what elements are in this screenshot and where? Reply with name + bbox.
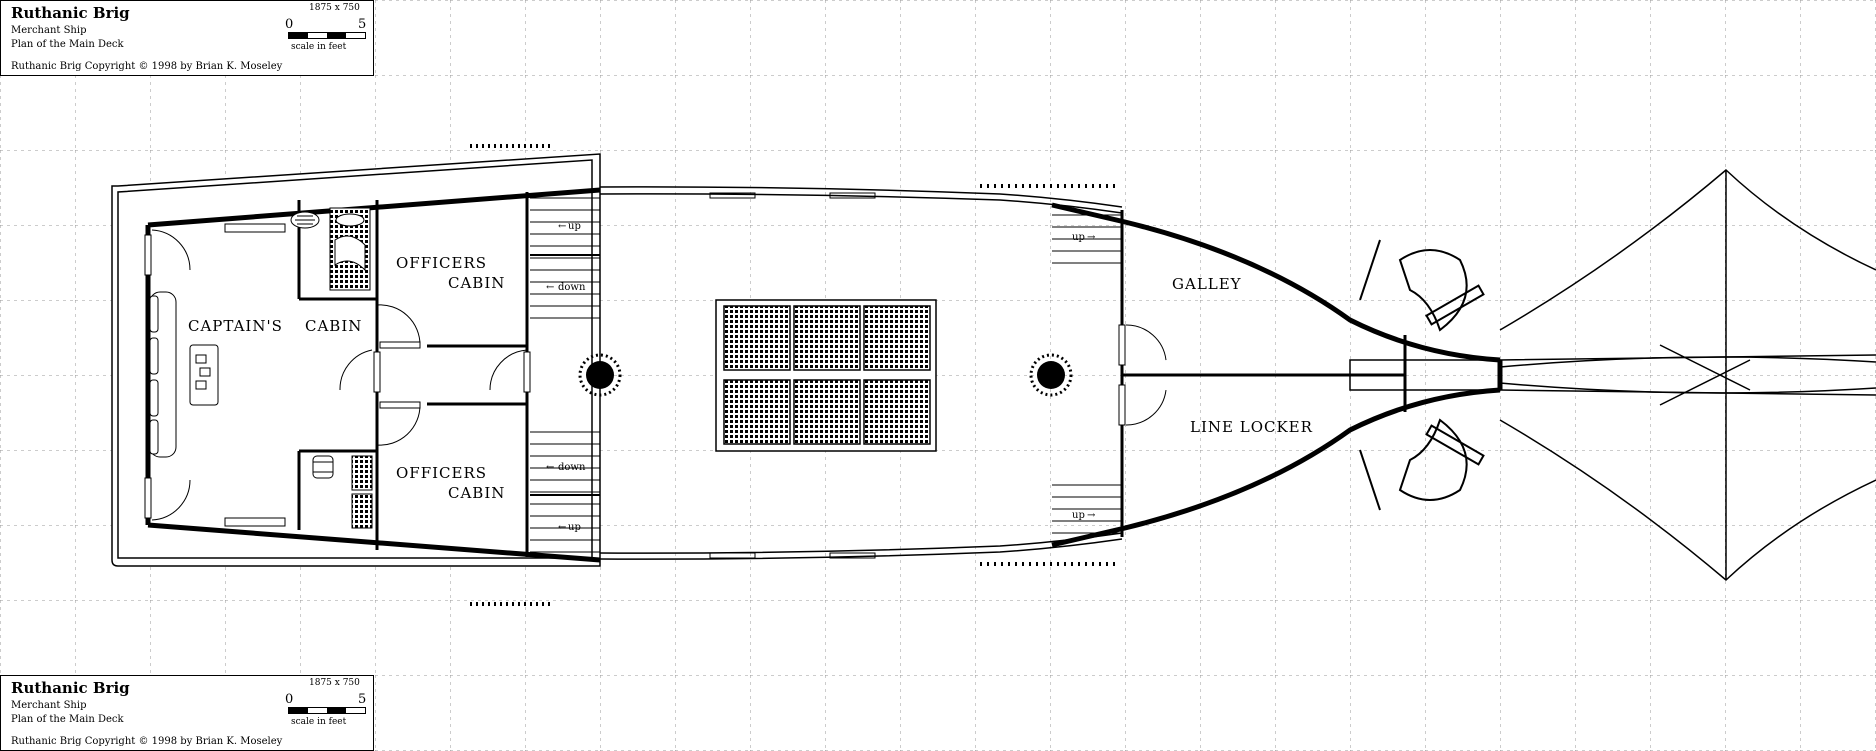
stair-label-up3: up: [1072, 232, 1085, 243]
anchor-bottom: [1359, 418, 1485, 511]
fore-stairs-top: [1052, 214, 1122, 264]
scale-label: scale in feet: [291, 717, 347, 727]
scale-zero: 0: [285, 17, 294, 32]
scale-five: 5: [358, 692, 367, 707]
stair-label-up-text: up: [568, 221, 581, 232]
footlocker: [224, 517, 286, 527]
map-dimensions: 1875 x 750: [309, 678, 360, 688]
door-leaves: [144, 234, 1126, 519]
officers-cabin-2-label-2: CABIN: [448, 484, 505, 502]
captains-cabin-label: CAPTAIN'S: [188, 317, 283, 335]
stair-label-down2-arrow: ←: [546, 462, 554, 473]
stair-label-up2-arrow: ←: [558, 522, 566, 533]
captain-desk: [189, 344, 219, 406]
map-title: Ruthanic Brig: [11, 4, 130, 22]
stair-label-up: ←: [558, 221, 566, 232]
aft-stairs-top: [530, 197, 600, 319]
barrel: [312, 455, 334, 479]
door-arcs: [151, 229, 1167, 521]
map-copyright: Ruthanic Brig Copyright © 1998 by Brian …: [11, 736, 283, 747]
title-block-bottom: Ruthanic Brig Merchant Ship Plan of the …: [0, 675, 374, 751]
fore-mast: [1029, 353, 1073, 397]
map-title: Ruthanic Brig: [11, 679, 130, 697]
map-dimensions: 1875 x 750: [309, 3, 360, 13]
sideboard: [224, 223, 286, 233]
stern-bench: [149, 291, 177, 458]
stair-label-up3-arrow: →: [1087, 232, 1096, 243]
captains-cabin-label-2: CABIN: [305, 317, 362, 335]
map-plan-name: Plan of the Main Deck: [11, 39, 124, 50]
scale-bar: [288, 707, 366, 714]
scale-zero: 0: [285, 692, 294, 707]
officers-cabin-2-label: OFFICERS: [396, 464, 487, 482]
map-subtitle: Merchant Ship: [11, 700, 87, 711]
map-copyright: Ruthanic Brig Copyright © 1998 by Brian …: [11, 61, 283, 72]
map-subtitle: Merchant Ship: [11, 25, 87, 36]
scale-bar: [288, 32, 366, 39]
aft-stairs-bottom: [530, 431, 600, 553]
stair-label-down: down: [558, 282, 586, 293]
officers-cabin-1-label: OFFICERS: [396, 254, 487, 272]
line-locker-label: LINE LOCKER: [1190, 418, 1313, 436]
bowsprit: [1349, 344, 1876, 406]
anchor-top: [1359, 239, 1485, 332]
stair-label-down-arrow: ←: [546, 282, 554, 293]
fore-stairs-bottom: [1052, 484, 1122, 534]
stair-label-up2: up: [568, 522, 581, 533]
cargo-grating: [715, 299, 937, 452]
crates: [351, 455, 373, 529]
jib-sails: [1499, 168, 1876, 582]
officers-cabin-1-label-2: CABIN: [448, 274, 505, 292]
stair-label-up4: up: [1072, 510, 1085, 521]
rail-chains: [470, 144, 1120, 606]
washbasin: [290, 211, 320, 229]
title-block-top: Ruthanic Brig Merchant Ship Plan of the …: [0, 0, 374, 76]
stair-label-up4-arrow: →: [1087, 510, 1096, 521]
scale-label: scale in feet: [291, 42, 347, 52]
galley-label: GALLEY: [1172, 275, 1242, 293]
bed: [329, 207, 371, 291]
main-mast: [578, 353, 622, 397]
scale-five: 5: [358, 17, 367, 32]
map-plan-name: Plan of the Main Deck: [11, 714, 124, 725]
stair-label-down2: down: [558, 462, 586, 473]
